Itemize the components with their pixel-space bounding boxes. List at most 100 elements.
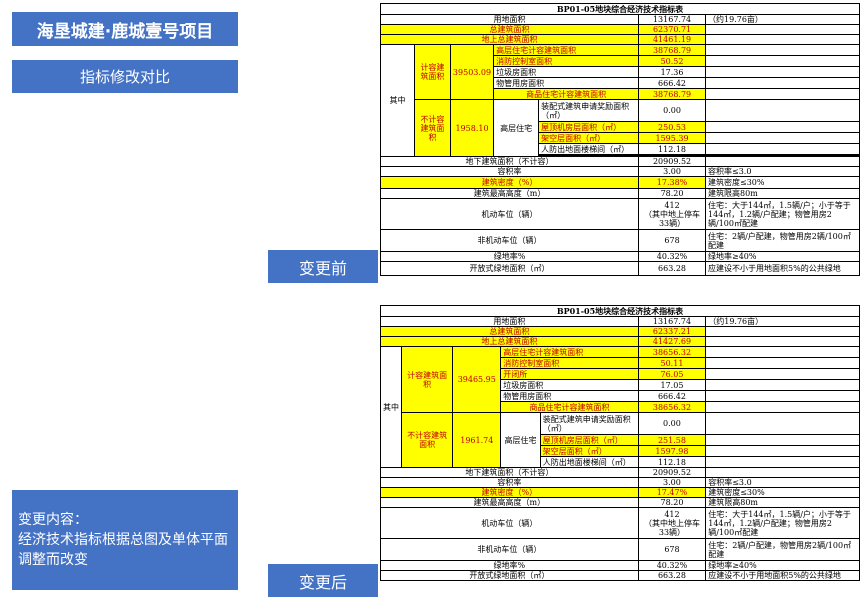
row-label: 地上总建筑面积 [380, 336, 639, 347]
row-label: 非机动车位（辆） [379, 229, 640, 252]
uncounted-group: 高层住宅 [500, 412, 541, 468]
row-value: 78.20 [638, 188, 707, 199]
row-value: 678 [638, 229, 707, 252]
row-label: 开放式绿地面积（㎡） [379, 261, 640, 276]
qizhong-label: 其中 [380, 44, 415, 157]
row-note: 建筑限高80m [705, 497, 860, 508]
row-value: 76.05 [637, 368, 707, 380]
row-value: 666.42 [638, 77, 707, 89]
row-value: 38656.32 [637, 401, 707, 413]
row-label: 商品住宅计容建筑面积 [500, 401, 639, 413]
row-value: 50.11 [637, 357, 707, 369]
counted-label: 计容建筑面积 [413, 44, 451, 100]
uncounted-value: 1958.10 [449, 99, 495, 157]
row-value: 13167.74 [638, 14, 707, 25]
row-note: （约19.76亩） [705, 14, 860, 25]
row-value: 50.52 [638, 55, 707, 67]
row-value: 0.00 [638, 99, 707, 122]
row-label: 绿地率% [380, 560, 639, 571]
row-value: 3.00 [637, 477, 707, 488]
row-note: 建筑限高80m [705, 188, 860, 199]
indicator-table-after: BP01-05地块综合经济技术指标表 用地面积 13167.74 （约19.76… [380, 305, 860, 581]
row-label: 地上总建筑面积 [379, 34, 640, 45]
row-value: 78.20 [637, 497, 707, 508]
row-label: 装配式建筑申请奖励面积（㎡） [539, 412, 639, 435]
table-caption: BP01-05地块综合经济技术指标表 [380, 305, 860, 317]
row-note: 住宅：大于144㎡，1.5辆/户；小于等于144㎡，1.2辆/户配建；物管用房2… [705, 507, 860, 539]
row-label: 开闭所 [500, 368, 639, 380]
row-note: 容积率≤3.0 [705, 477, 860, 488]
row-label: 容积率 [379, 166, 640, 177]
row-note: 建筑密度≤30% [705, 487, 860, 498]
row-label: 垃圾房面积 [500, 379, 639, 391]
row-label: 垃圾房面积 [493, 66, 640, 78]
uncounted-label: 不计容建筑面积 [400, 412, 454, 468]
row-label: 架空层面积（㎡） [538, 132, 640, 144]
row-value: 3.00 [638, 166, 707, 177]
row-value: 112.18 [638, 143, 707, 155]
row-value: 62337.21 [637, 326, 707, 337]
row-value: 17.47% [637, 487, 707, 498]
uncounted-group: 高层住宅 [493, 99, 540, 157]
row-value: 17.38% [638, 176, 707, 189]
row-note: 住宅：大于144㎡，1.5辆/户；小于等于144㎡，1.2辆/户配建；物管用房2… [705, 198, 860, 230]
row-value: 251.58 [637, 434, 707, 446]
row-value: 1595.39 [638, 132, 707, 144]
row-label: 建筑最高高度（m） [379, 188, 640, 199]
row-label: 建筑最高高度（m） [380, 497, 639, 508]
row-label: 高层住宅计容建筑面积 [493, 44, 640, 56]
row-label: 消防控制室面积 [493, 55, 640, 67]
row-value: 17.36 [638, 66, 707, 78]
row-note: 应建设不小于用地面积5%的公共绿地 [705, 570, 860, 581]
row-label: 物管用房面积 [493, 77, 640, 89]
row-value: 663.28 [638, 261, 707, 276]
row-label: 高层住宅计容建筑面积 [500, 346, 639, 358]
row-label: 开放式绿地面积（㎡） [380, 570, 639, 581]
row-label: 屋顶机房层面积（㎡） [538, 121, 640, 133]
uncounted-label: 不计容建筑面积 [413, 99, 451, 157]
row-value: 20909.52 [638, 156, 707, 167]
row-label: 机动车位（辆） [380, 507, 639, 539]
row-label: 总建筑面积 [379, 24, 640, 35]
row-label: 绿地率% [379, 251, 640, 262]
row-value: 112.18 [637, 456, 707, 468]
row-value: 250.53 [638, 121, 707, 133]
row-value: 0.00 [637, 412, 707, 435]
row-value: 38768.79 [638, 44, 707, 56]
row-label: 人防出地面楼梯间（㎡） [538, 143, 640, 155]
tag-after: 变更后 [268, 564, 378, 597]
row-note: 绿地率≥40% [705, 560, 860, 571]
uncounted-value: 1961.74 [452, 412, 502, 468]
row-label: 非机动车位（辆） [380, 538, 639, 561]
row-value: 412 （其中地上停车33辆） [638, 198, 707, 230]
row-value: 663.28 [637, 570, 707, 581]
row-value: 20909.52 [637, 467, 707, 478]
row-label: 建筑密度（%） [380, 487, 639, 498]
qizhong-label: 其中 [380, 346, 402, 468]
indicator-table-before: BP01-05地块综合经济技术指标表 用地面积 13167.74 （约19.76… [379, 3, 860, 276]
row-value: 13167.74 [637, 316, 707, 327]
row-label: 地下建筑面积（不计容） [380, 467, 639, 478]
change-note-heading: 变更内容： [18, 512, 88, 528]
project-title: 海垦城建·鹿城壹号项目 [12, 12, 238, 46]
tag-before: 变更前 [268, 250, 378, 283]
row-label: 总建筑面积 [380, 326, 639, 337]
row-label: 机动车位（辆） [379, 198, 640, 230]
row-note: 住宅：2辆/户配建，物管用房2辆/100㎡配建 [705, 538, 860, 561]
row-label: 消防控制室面积 [500, 357, 639, 369]
row-label: 人防出地面楼梯间（㎡） [539, 456, 639, 468]
row-label: 物管用房面积 [500, 390, 639, 402]
table-caption: BP01-05地块综合经济技术指标表 [380, 3, 860, 15]
row-label: 用地面积 [379, 14, 640, 25]
row-value: 40.32% [638, 251, 707, 262]
row-note: 建筑密度≤30% [705, 176, 860, 189]
row-label: 装配式建筑申请奖励面积（㎡） [538, 99, 640, 122]
change-note-body: 经济技术指标根据总图及单体平面调整而改变 [18, 532, 228, 568]
row-value: 678 [637, 538, 707, 561]
row-value: 40.32% [637, 560, 707, 571]
row-label: 地下建筑面积（不计容） [379, 156, 640, 167]
row-note: 绿地率≥40% [705, 251, 860, 262]
row-value: 38656.32 [637, 346, 707, 358]
change-note: 变更内容： 经济技术指标根据总图及单体平面调整而改变 [12, 490, 238, 590]
row-label: 商品住宅计容建筑面积 [493, 88, 640, 100]
